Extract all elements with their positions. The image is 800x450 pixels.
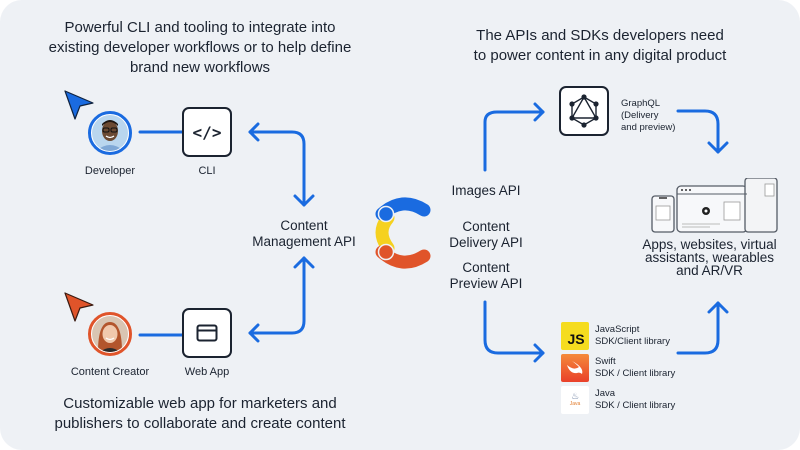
sdk-out-arrow [676, 301, 720, 355]
graphql-line: GraphQL [621, 98, 661, 109]
caption-line: to power content in any digital product [473, 47, 727, 64]
sdk-desc: SDK/Client library [595, 336, 670, 347]
sdk-item-javascript: JavaScript SDK/Client library [595, 324, 685, 348]
developer-cursor-icon [64, 90, 94, 120]
sdk-out-arrowhead [707, 301, 729, 314]
cli-label: CLI [198, 165, 216, 177]
cli-caption: Powerful CLI and tooling to integrate in… [20, 18, 380, 78]
cli-tile[interactable]: </> [182, 107, 232, 157]
caption-line: Customizable web app for marketers and [63, 395, 337, 412]
graphql-label: GraphQL (Delivery and preview) [621, 98, 691, 134]
js-badge: JS [567, 331, 585, 347]
caption-line: Powerful CLI and tooling to integrate in… [64, 19, 336, 36]
webapp-cma-arrow [248, 256, 306, 335]
developer-avatar [88, 111, 132, 155]
destination-line: Apps, websites, virtual [642, 237, 777, 252]
api-line: Content [462, 219, 510, 234]
graphql-in-arrowhead [533, 102, 545, 122]
graphql-line: (Delivery [621, 110, 659, 121]
graphql-out-arrowhead [707, 141, 729, 154]
browser-window-icon [196, 324, 218, 342]
sdk-in-arrowhead [533, 343, 545, 363]
caption-line: existing developer workflows or to help … [48, 39, 352, 56]
code-icon: </> [192, 122, 222, 142]
cma-up-arrowhead [293, 256, 315, 269]
caption-line: The APIs and SDKs developers need [476, 27, 724, 44]
caption-line: brand new workflows [129, 59, 271, 76]
webapp-tile[interactable] [182, 308, 232, 358]
sdk-item-java: Java SDK / Client library [595, 388, 690, 412]
sdk-desc: SDK / Client library [595, 400, 676, 411]
api-line: Content [462, 260, 510, 275]
creator-photo [92, 316, 128, 352]
cma-label: Content Management API [242, 218, 366, 250]
creator-avatar [88, 312, 132, 356]
webapp-label: Web App [184, 366, 230, 378]
webapp-caption: Customizable web app for marketers and p… [20, 394, 380, 434]
destination-label: Apps, websites, virtual assistants, wear… [632, 237, 787, 278]
api-line: Preview API [449, 276, 523, 291]
api-item-delivery: Content Delivery API [438, 219, 534, 251]
cli-cma-arrow [248, 130, 306, 207]
graphql-line: and preview) [621, 122, 676, 133]
api-item-preview: Content Preview API [438, 260, 534, 292]
destination-line: assistants, wearables [644, 250, 775, 265]
apis-caption: The APIs and SDKs developers need to pow… [420, 26, 780, 66]
graphql-out-arrow [676, 109, 720, 154]
webapp-arrowhead [248, 323, 260, 343]
sdk-name: JavaScript [595, 324, 640, 335]
creator-label: Content Creator [70, 366, 150, 378]
api-line: Images API [451, 183, 521, 198]
javascript-icon: JS [561, 322, 589, 350]
java-icon: ♨ Java [561, 386, 589, 414]
api-line: Delivery API [449, 235, 523, 250]
graphql-tile[interactable] [559, 86, 609, 136]
caption-line: publishers to collaborate and create con… [54, 415, 346, 432]
swift-icon [561, 354, 589, 382]
sdk-name: Swift [595, 356, 616, 367]
sdk-desc: SDK / Client library [595, 368, 676, 379]
developer-label: Developer [84, 165, 136, 177]
cma-line: Management API [252, 234, 356, 249]
java-badge: Java [569, 401, 581, 407]
swift-bird-icon [567, 361, 583, 374]
sdk-in-arrow [483, 300, 545, 355]
sdk-item-swift: Swift SDK / Client library [595, 356, 690, 380]
cma-line: Content [280, 218, 328, 233]
creator-cursor-icon [64, 292, 94, 322]
graphql-in-arrow [483, 110, 545, 172]
contentful-logo-icon [375, 197, 431, 269]
developer-photo [92, 115, 128, 151]
devices-icon [651, 178, 778, 233]
sdk-name: Java [595, 388, 616, 399]
cma-down-arrowhead [293, 194, 315, 207]
graphql-icon [569, 94, 599, 128]
destination-line: and AR/VR [676, 263, 743, 278]
api-item-images: Images API [438, 183, 534, 199]
cli-arrowhead [248, 122, 260, 142]
